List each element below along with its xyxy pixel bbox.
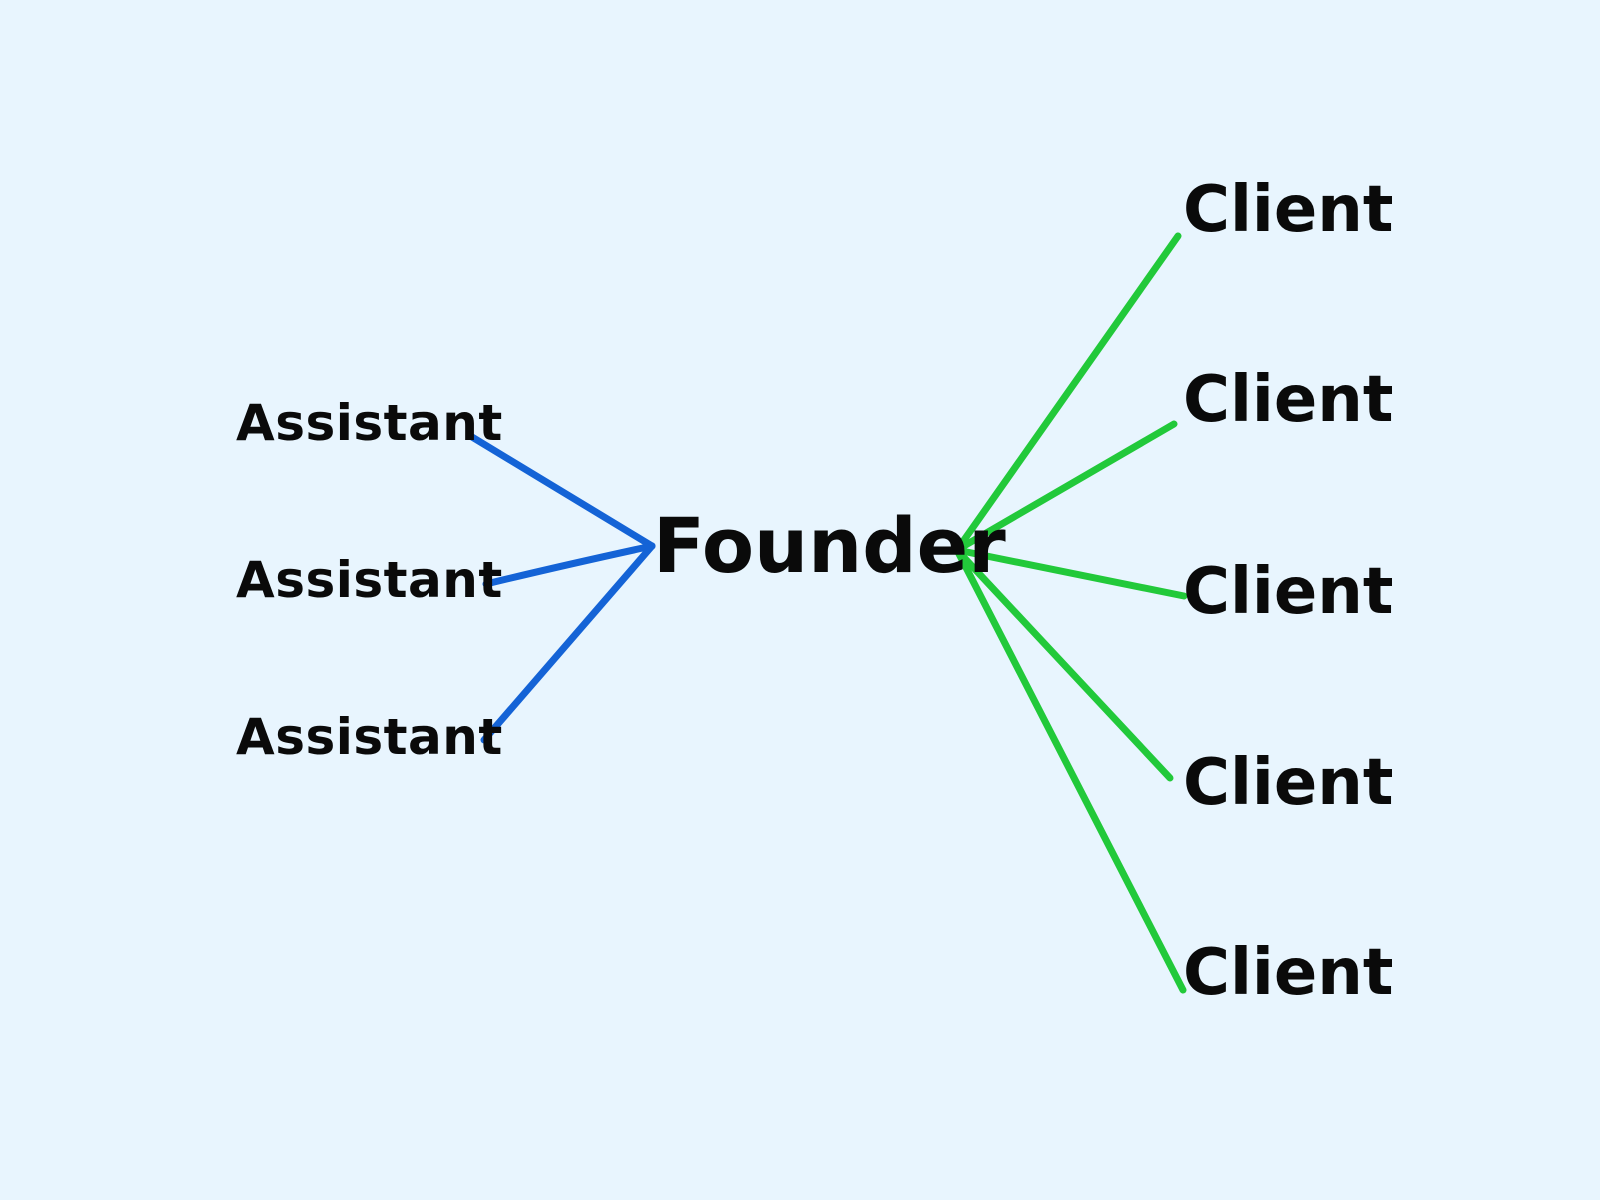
client-link-5 — [953, 546, 1187, 994]
client-node: Client — [1183, 746, 1394, 820]
client-link-2 — [953, 420, 1178, 554]
client-node: Client — [1183, 555, 1394, 629]
client-node: Client — [1183, 363, 1394, 437]
founder-node: Founder — [653, 501, 1006, 590]
assistant-link-2 — [482, 542, 656, 588]
assistant-node: Assistant — [236, 551, 503, 609]
client-link-1 — [953, 232, 1182, 554]
client-link-3 — [953, 546, 1188, 600]
client-node: Client — [1183, 936, 1394, 1010]
client-link-4 — [953, 546, 1174, 782]
assistant-node: Assistant — [236, 394, 503, 452]
assistant-node: Assistant — [236, 708, 503, 766]
assistant-link-1 — [468, 433, 656, 550]
assistant-link-3 — [480, 542, 656, 744]
client-node: Client — [1183, 173, 1394, 247]
